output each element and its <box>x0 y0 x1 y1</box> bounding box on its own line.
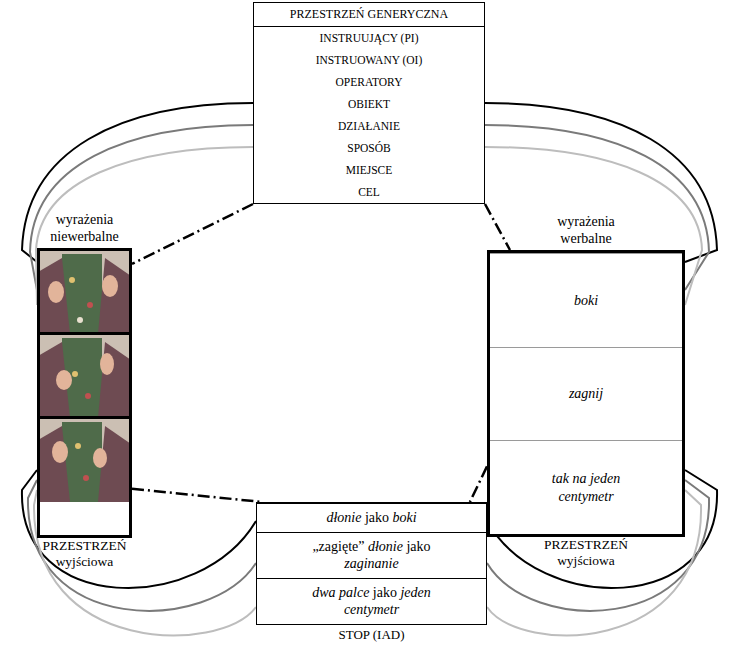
space-cell: zagnij <box>490 347 682 441</box>
frame-divider <box>38 416 131 419</box>
frame-divider <box>38 332 131 335</box>
verbal-expression: boki <box>574 292 598 310</box>
photo-frame <box>38 334 131 418</box>
photo-hand <box>93 448 107 468</box>
text-run: dłonie <box>368 539 403 554</box>
photo-frame <box>38 418 131 502</box>
text-run: zaginanie <box>344 556 398 571</box>
frame-element: OBIEKT <box>254 93 484 115</box>
photo-jacket <box>38 426 70 502</box>
verbal-expression: tak na jeden centymetr <box>531 470 641 505</box>
photo-wall <box>38 334 131 418</box>
photo-frame <box>38 250 131 334</box>
dash-dot-connector <box>132 204 253 264</box>
photo-flower <box>77 317 83 323</box>
space-cell: dwa palce jako jeden centymetr <box>257 578 486 624</box>
mapping-text: „zagięte” dłonie jako zaginanie <box>289 538 454 573</box>
mapping-text: dwa palce jako jeden centymetr <box>289 584 454 619</box>
blended-space-box: STOP (IAD)dłonie jako boki„zagięte” dłon… <box>256 502 487 625</box>
projection-curve <box>30 125 253 290</box>
space-label: PRZESTRZEŃ wyjściowa <box>536 537 636 569</box>
dash-dot-connector <box>485 204 510 250</box>
text-run: centymetr <box>344 602 399 617</box>
photo-jacket <box>98 258 131 334</box>
frame-element: CEL <box>254 181 484 203</box>
input-space-box: wyrażenia niewerbalnePRZESTRZEŃ wyjściow… <box>37 248 132 538</box>
space-label: PRZESTRZEŃ wyjściowa <box>35 538 135 570</box>
frame-element: SPOSÓB <box>254 137 484 159</box>
text-run: dłonie <box>326 510 361 525</box>
frame-element: INSTRUOWANY (OI) <box>254 49 484 71</box>
text-run: jako <box>373 585 397 600</box>
photo-hand <box>56 370 72 390</box>
frame-element: MIEJSCE <box>254 159 484 181</box>
photo-hand <box>102 275 118 297</box>
input-label: wyrażenia werbalne <box>536 214 636 248</box>
photo-flower <box>75 443 81 449</box>
photo-jacket <box>38 258 70 334</box>
frame-element: DZIAŁANIE <box>254 115 484 137</box>
photo-flower <box>87 302 93 308</box>
photo-wall <box>38 250 131 334</box>
text-run: „zagięte” <box>312 539 364 554</box>
mapping-text: dłonie jako boki <box>289 509 454 527</box>
projection-curve <box>22 470 256 588</box>
photo-flower <box>83 475 89 481</box>
input-space-box: wyrażenia werbalnePRZESTRZEŃ wyjściowabo… <box>487 250 685 537</box>
generic-space-box: PRZESTRZEŃ GENERYCZNAINSTRUUJĄCY (PI)INS… <box>253 2 485 204</box>
input-label: wyrażenia niewerbalne <box>35 212 135 246</box>
photo-hand <box>48 281 64 303</box>
photo-hand <box>100 353 114 375</box>
text-run: jako <box>406 539 430 554</box>
photo-flower <box>69 277 75 283</box>
verbal-expression: zagnij <box>569 385 603 403</box>
photo-flower <box>85 393 91 399</box>
space-cell: tak na jeden centymetr <box>490 440 682 534</box>
space-heading: PRZESTRZEŃ GENERYCZNA <box>254 3 484 27</box>
dash-dot-connector <box>132 489 262 502</box>
photo-hand <box>52 441 68 463</box>
text-run: jako <box>365 510 389 525</box>
photo-flower <box>72 371 78 377</box>
text-run: dwa <box>312 585 335 600</box>
frame-element: INSTRUUJĄCY (PI) <box>254 27 484 49</box>
frame-element: OPERATORY <box>254 71 484 93</box>
space-label: STOP (IAD) <box>257 627 486 643</box>
space-cell: „zagięte” dłonie jako zaginanie <box>257 532 486 578</box>
photo-jacket <box>98 342 131 418</box>
dash-dot-connector <box>470 466 487 502</box>
space-cell: dłonie jako boki <box>257 503 486 532</box>
text-run: palce <box>339 585 369 600</box>
space-cell: boki <box>490 253 682 347</box>
text-run: boki <box>393 510 417 525</box>
projection-curve <box>34 490 256 635</box>
text-run: jeden <box>400 585 430 600</box>
photo-wall <box>38 418 131 502</box>
